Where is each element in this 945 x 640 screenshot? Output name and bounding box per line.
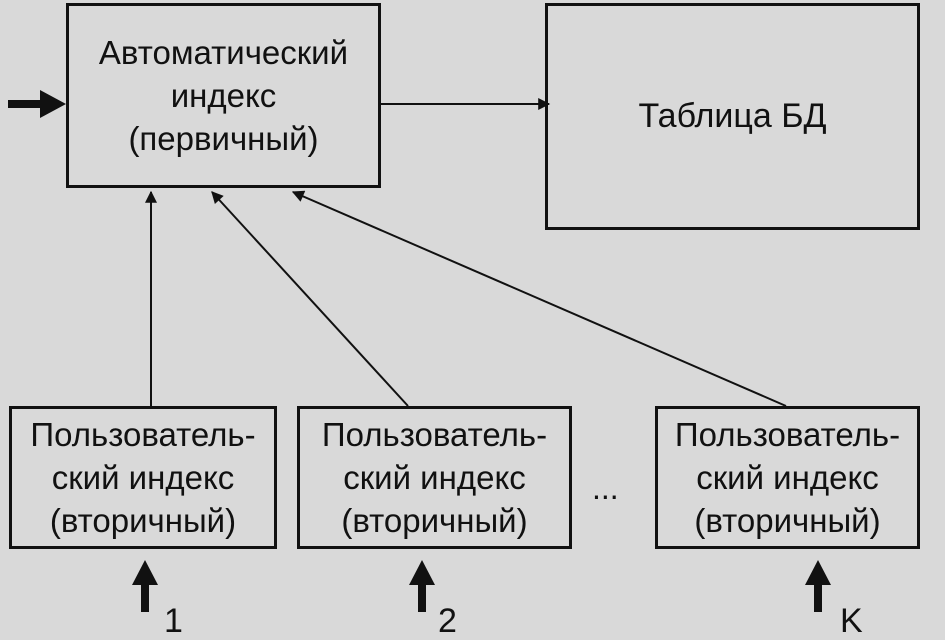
secondary-index-1-line-1: Пользователь- bbox=[30, 416, 256, 453]
secondary-index-2-label: Пользователь- ский индекс (вторичный) bbox=[322, 413, 547, 542]
secondary-index-k-label: Пользователь- ский индекс (вторичный) bbox=[675, 413, 900, 542]
secondary-2-input-arrow bbox=[409, 560, 435, 612]
input-label-k: K bbox=[840, 602, 863, 640]
secondary-index-2-line-3: (вторичный) bbox=[341, 502, 528, 539]
secondary-index-k-line-3: (вторичный) bbox=[694, 502, 881, 539]
secondary-index-box-1: Пользователь- ский индекс (вторичный) bbox=[9, 406, 277, 549]
input-label-2: 2 bbox=[438, 602, 457, 640]
secondary-index-box-k: Пользователь- ский индекс (вторичный) bbox=[655, 406, 920, 549]
primary-index-label: Автоматический индекс (первичный) bbox=[99, 31, 348, 160]
secondary-k-input-arrow bbox=[805, 560, 831, 612]
secondary-2-to-primary-arrow bbox=[211, 191, 409, 407]
secondary-index-2-line-2: ский индекс bbox=[343, 459, 526, 496]
primary-index-line-1: Автоматический bbox=[98, 34, 349, 71]
primary-index-line-3: (первичный) bbox=[128, 120, 319, 157]
secondary-1-input-arrow bbox=[132, 560, 158, 612]
db-table-box: Таблица БД bbox=[545, 3, 920, 230]
input-label-1: 1 bbox=[164, 602, 183, 640]
secondary-index-box-2: Пользователь- ский индекс (вторичный) bbox=[297, 406, 572, 549]
more-indexes-ellipsis: ... bbox=[592, 470, 619, 506]
secondary-k-to-primary-arrow bbox=[291, 190, 787, 407]
secondary-index-k-line-1: Пользователь- bbox=[674, 416, 901, 453]
primary-input-arrow bbox=[8, 90, 66, 118]
secondary-index-1-line-3: (вторичный) bbox=[49, 502, 237, 539]
primary-index-box: Автоматический индекс (первичный) bbox=[66, 3, 381, 188]
primary-index-line-2: индекс bbox=[170, 77, 277, 114]
secondary-index-1-label: Пользователь- ский индекс (вторичный) bbox=[30, 413, 255, 542]
secondary-index-k-line-2: ский индекс bbox=[696, 459, 879, 496]
secondary-index-1-line-2: ский индекс bbox=[51, 459, 235, 496]
db-table-label: Таблица БД bbox=[638, 97, 827, 135]
secondary-index-2-line-1: Пользователь- bbox=[321, 416, 548, 453]
